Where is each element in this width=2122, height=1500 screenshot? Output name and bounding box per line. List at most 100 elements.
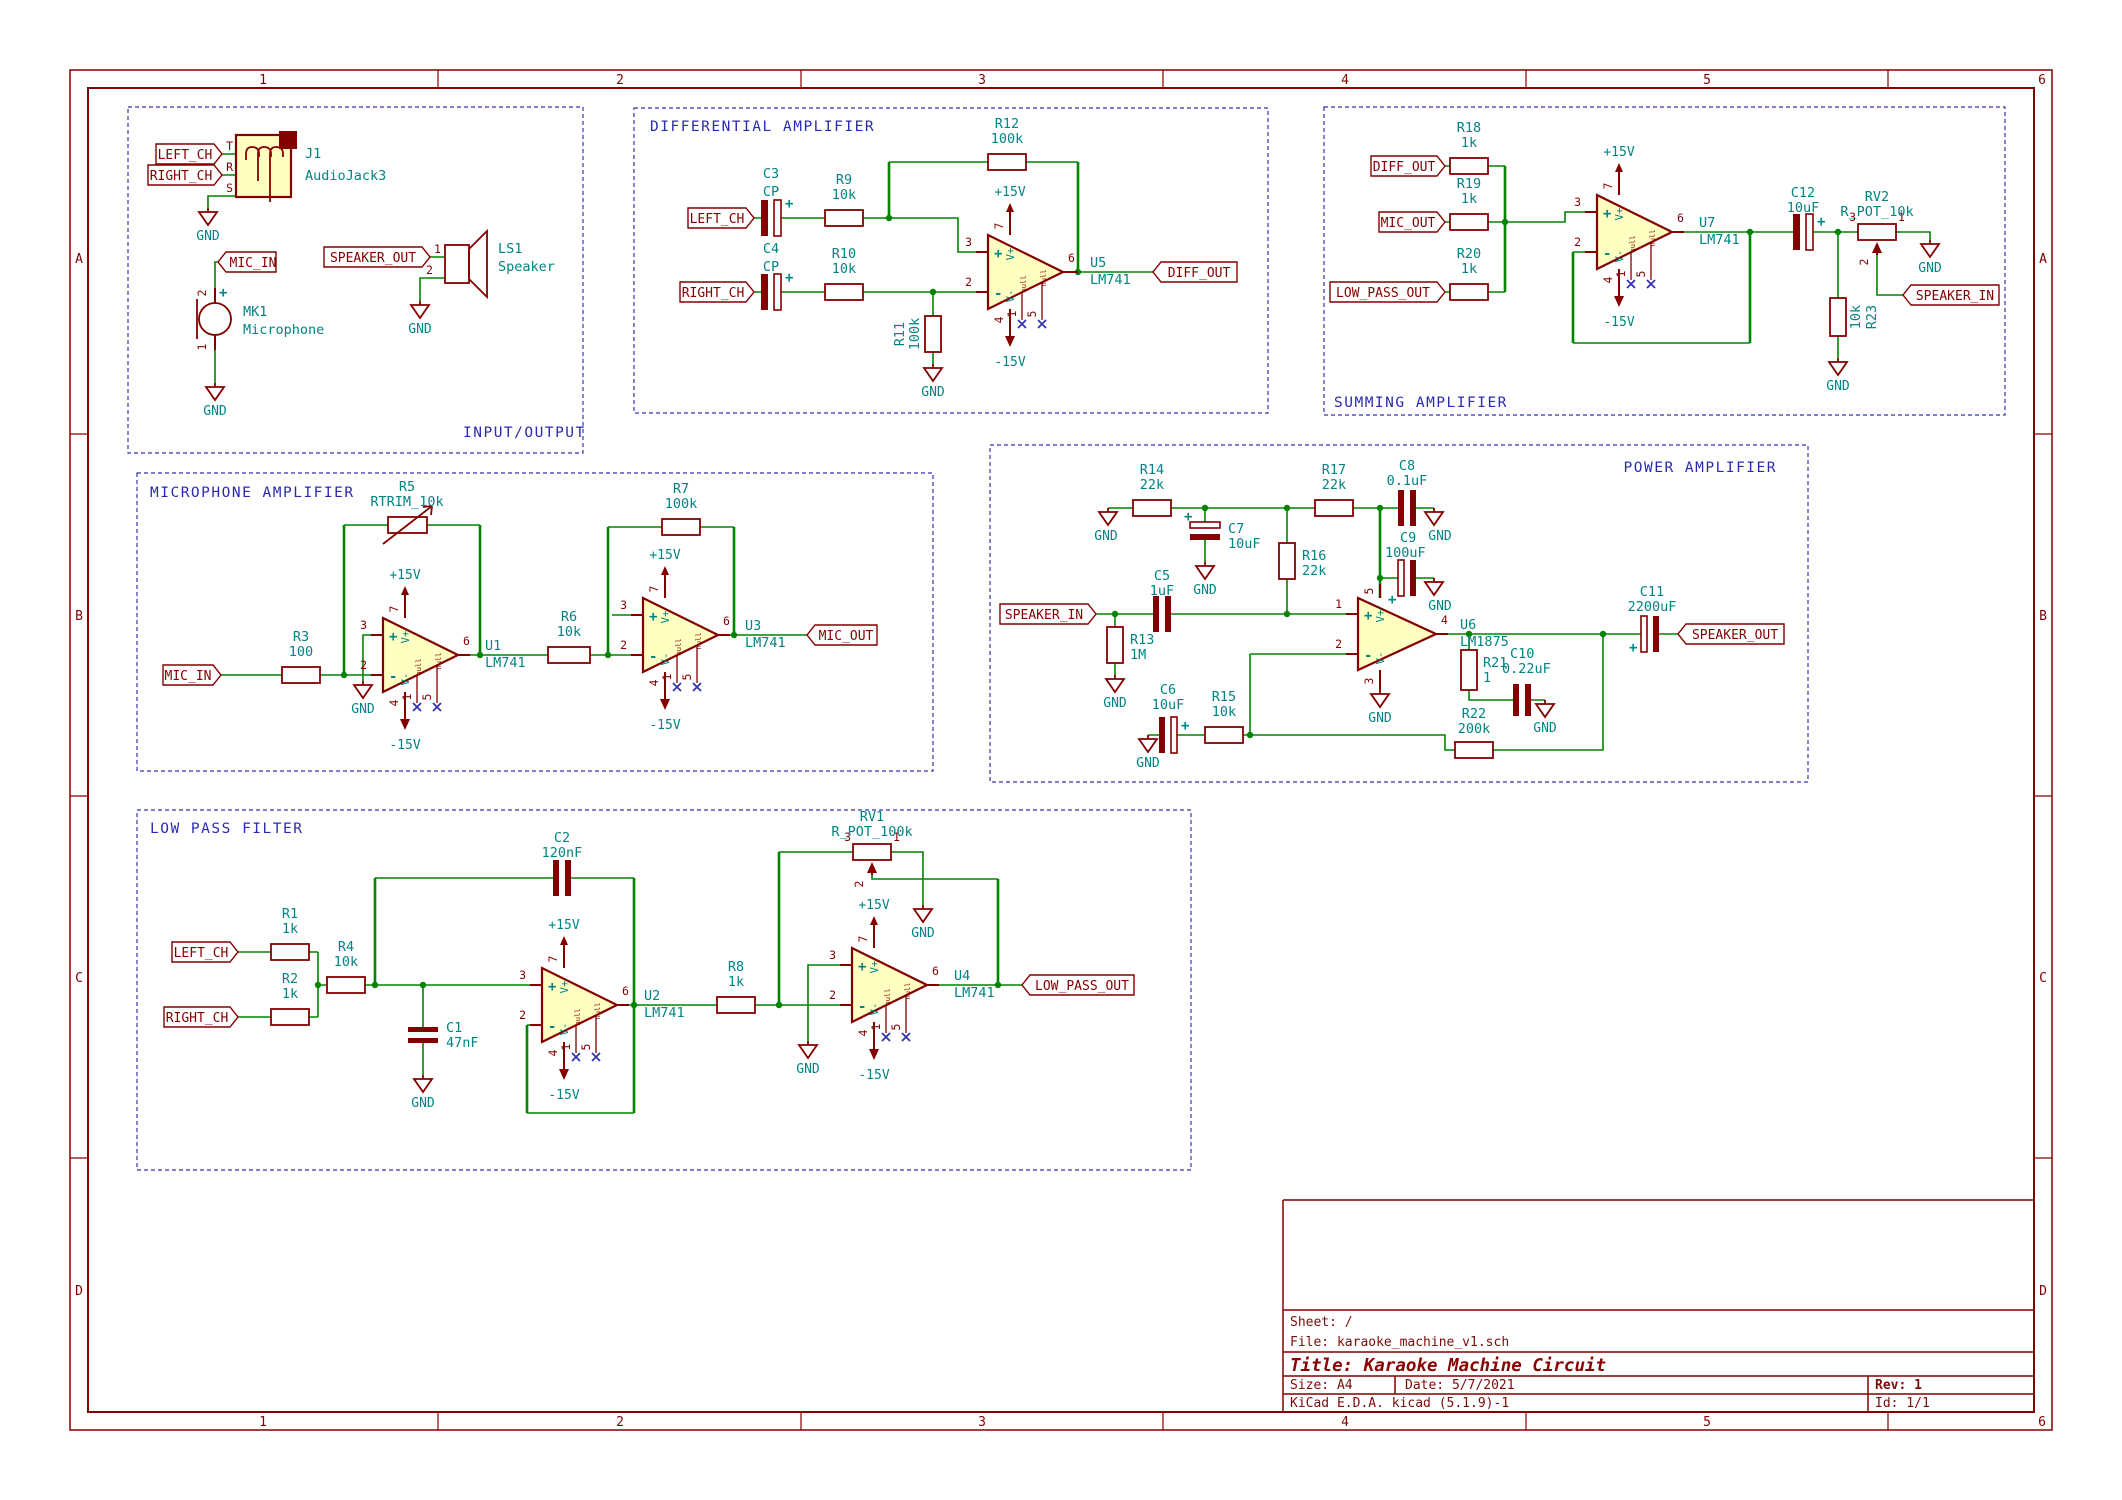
resistor-R16[interactable]: R16 22k [1278,542,1326,580]
pin-number: 4 [546,1049,560,1056]
power-label: -15V [1603,315,1634,330]
resistor-R7[interactable]: R7 100k [661,481,701,536]
resistor-R10[interactable]: R10 10k [824,246,864,301]
resistor-R12[interactable]: R12 100k [987,116,1027,171]
pin-number: 2 [1574,235,1581,249]
opamp-U5[interactable]: +15V -15V 3 2 6 7 4 1 5 + - V+ V- null n… [965,185,1131,370]
zone-row: B [2039,609,2047,624]
resistor-R6[interactable]: R6 10k [547,609,591,664]
u5-ref: U5 [1090,255,1106,271]
capacitor-C10[interactable]: C10 0.22uF [1502,646,1551,716]
net-label-low-pass-out[interactable]: LOW_PASS_OUT [1021,974,1135,996]
net-label-speaker-in[interactable]: SPEAKER_IN [999,603,1097,625]
zone-col: 2 [616,1415,624,1430]
gnd-text: GND [1103,696,1127,711]
power-label: -15V [548,1088,579,1103]
gnd-symbol: GND GND [1826,240,1942,394]
resistor-R14[interactable]: R14 22k [1132,462,1172,517]
net-label-speaker-out[interactable]: SPEAKER_OUT [1677,623,1785,645]
pin-number: 1 [400,693,414,700]
net-label-left-ch[interactable]: LEFT_CH [155,143,223,165]
cap-plus: + [1388,592,1396,608]
opamp-vplus: V+ [1614,208,1626,221]
net-label-diff-out[interactable]: DIFF_OUT [1152,261,1238,283]
r8-ref: R8 [728,959,744,975]
resistor-R22[interactable]: R22 200k [1454,706,1494,759]
opamp-U2[interactable]: +15V -15V 3 2 6 7 4 1 5 + - V+ V- null n… [519,918,685,1103]
capacitor-C1[interactable]: C1 47nF [408,1020,479,1051]
net-label-mic-in[interactable]: MIC_IN [217,251,277,273]
opamp-U1[interactable]: +15V -15V 3 2 6 7 4 1 5 + - V+ V- null n… [360,568,526,753]
opamp-U3[interactable]: +15V -15V 3 2 6 7 4 1 5 + - V+ V- null n… [620,548,786,733]
capacitor-C9[interactable]: + C9 100uF [1385,530,1426,608]
titleblock-tool: KiCad E.D.A. kicad (5.1.9)-1 [1290,1396,1509,1411]
rv2-ref: RV2 [1865,189,1889,205]
net-label-mic-in[interactable]: MIC_IN [162,664,222,686]
speaker-LS1[interactable]: 1 2 LS1 Speaker [426,228,555,300]
net-label-left-ch[interactable]: LEFT_CH [171,941,239,963]
trimmer-R5[interactable]: R5 RTRIM_10k [370,479,444,545]
resistor-R19[interactable]: R19 1k [1449,176,1489,231]
cap-plus: + [1817,214,1825,230]
c2-value: 120nF [542,845,583,861]
net-label-low-pass-out[interactable]: LOW_PASS_OUT [1329,281,1446,303]
pin-number: 4 [992,316,1006,323]
capacitor-C2[interactable]: C2 120nF [542,830,583,896]
r5-ref: R5 [399,479,415,495]
resistor-R2[interactable]: R2 1k [270,971,310,1026]
capacitor-C8[interactable]: C8 0.1uF [1387,458,1428,526]
net-label-mic-out[interactable]: MIC_OUT [1378,211,1446,233]
pin-number: 1 [660,673,674,680]
drawing-frame: 1 2 3 4 5 6 1 2 3 4 5 6 A B C D A B C D [69,69,2053,1431]
r4-value: 10k [334,954,358,970]
pin-number: 3 [360,618,367,632]
pin-number: 2 [360,658,367,672]
net-label-right-ch[interactable]: RIGHT_CH [147,164,223,186]
resistor-R17[interactable]: R17 22k [1314,462,1354,517]
opamp-U4[interactable]: +15V -15V 3 2 6 7 4 1 5 + - V+ V- null n… [829,898,995,1083]
pin-name-null: null [695,633,703,650]
pin-number: 2 [852,881,866,888]
opamp-U6[interactable]: 1 2 4 5 3 + - V+ V- U6 LM1875 [1335,584,1509,690]
net-label-speaker-out[interactable]: SPEAKER_OUT [323,246,431,268]
resistor-R8[interactable]: R8 1k [716,959,756,1014]
resistor-R3[interactable]: R3 100 [281,629,321,684]
capacitor-C11[interactable]: + C11 2200uF [1628,584,1677,656]
resistor-R18[interactable]: R18 1k [1449,120,1489,175]
capacitor-C4[interactable]: + C4 CP [761,241,793,311]
opamp-U7[interactable]: +15V -15V 3 2 6 7 4 1 5 + - V+ V- null n… [1574,145,1740,330]
title-block: Sheet: / File: karaoke_machine_v1.sch Ti… [1282,1199,2034,1412]
r2-ref: R2 [282,971,298,987]
rv1-ref: RV1 [860,809,884,825]
net-label-mic-out[interactable]: MIC_OUT [806,624,878,646]
capacitor-C3[interactable]: + C3 CP [761,166,793,237]
pin-number: 6 [723,614,730,628]
potentiometer-RV1[interactable]: 3 1 2 RV1 R_POT_100k [831,809,912,887]
connector-J1[interactable]: T R S J1 AudioJack3 [226,131,386,202]
resistor-R21[interactable]: R21 1 [1460,649,1507,691]
resistor-R20[interactable]: R20 1k [1449,246,1489,301]
gnd-text: GND [203,404,227,419]
resistor-R23[interactable]: 10k R23 [1829,297,1880,337]
resistor-R15[interactable]: R15 10k [1204,689,1244,744]
capacitor-C12[interactable]: + C12 10uF [1787,185,1826,251]
capacitor-C6[interactable]: + C6 10uF [1152,682,1190,754]
capacitor-C5[interactable]: C5 1uF [1150,568,1174,632]
net-label-text: RIGHT_CH [150,169,213,184]
resistor-R9[interactable]: R9 10k [824,172,864,227]
resistor-R1[interactable]: R1 1k [270,906,310,961]
potentiometer-RV2[interactable]: 3 1 2 RV2 R_POT_10k [1840,189,1913,265]
net-label-diff-out[interactable]: DIFF_OUT [1370,155,1446,177]
net-label-right-ch[interactable]: RIGHT_CH [163,1006,239,1028]
microphone-MK1[interactable]: + 2 1 MK1 Microphone [195,285,324,350]
resistor-R13[interactable]: R13 1M [1106,626,1154,664]
r3-ref: R3 [293,629,309,645]
gnd-text: GND [796,1062,820,1077]
net-label-speaker-in[interactable]: SPEAKER_IN [1902,284,2000,306]
net-label-right-ch[interactable]: RIGHT_CH [679,281,755,303]
capacitor-C7[interactable]: + C7 10uF [1184,509,1261,552]
resistor-R4[interactable]: R4 10k [326,939,366,994]
pin-number: 1 [195,343,209,350]
resistor-R11[interactable]: R11 100k [892,315,942,353]
net-label-left-ch[interactable]: LEFT_CH [687,207,755,229]
